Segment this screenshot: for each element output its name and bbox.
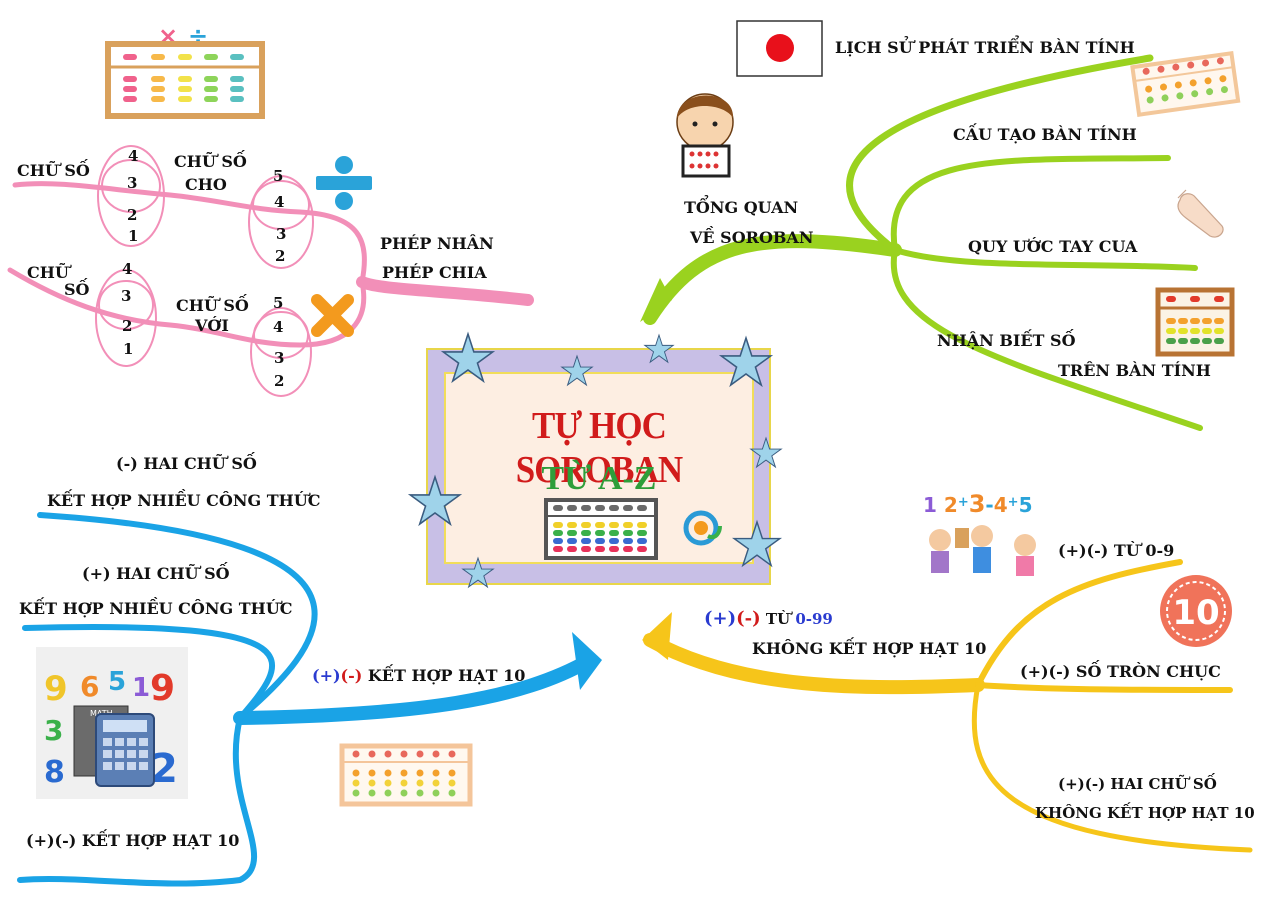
- recognize-number-item-line1: NHẬN BIẾT SỐ: [937, 331, 1076, 350]
- digit: 4: [122, 260, 133, 278]
- abacus-icon: [339, 743, 473, 807]
- center-subtitle: TỪ A-Z: [541, 460, 657, 497]
- number-glyph: 1: [132, 673, 150, 703]
- kids-illustration-icon: 1 2+3-4+5: [923, 490, 1036, 576]
- digit: 1: [123, 340, 134, 358]
- star-icon: [442, 333, 494, 382]
- badge-ten-text: 10: [1172, 593, 1219, 633]
- combine10-label: (+)(-) KẾT HỢP HẠT 10: [312, 668, 525, 684]
- digit: 3: [276, 225, 287, 243]
- combine10-item: (-) HAI CHỮ SỐ: [116, 454, 257, 473]
- center-title: TỰ HỌC SOROBAN: [515, 405, 683, 491]
- no-combine10-label-line1: (+)(-) TỪ 0-99: [704, 610, 833, 628]
- minus-sign: (-): [340, 666, 363, 685]
- center-node: TỰ HỌC SOROBAN TỪ A-Z: [426, 348, 771, 585]
- star-icon: [733, 521, 781, 567]
- digit: 4: [274, 193, 285, 211]
- combine10-item: KẾT HỢP NHIỀU CÔNG THỨC: [19, 599, 293, 618]
- japan-flag-icon: [736, 20, 823, 77]
- no-combine10-branch: [643, 559, 1253, 853]
- math-calculator-icon: 9 6 5 1 9 3 8 2 MATH: [36, 647, 188, 799]
- divide-label: PHÉP CHIA: [382, 263, 487, 282]
- divide-row-mid-label-line1: CHỮ SỐ: [174, 152, 247, 171]
- combine10-branch: [17, 512, 597, 887]
- digit: 4: [128, 147, 139, 165]
- hand-convention-item: QUY ƯỚC TAY CUA: [968, 237, 1138, 256]
- no-combine10-item: (+)(-) HAI CHỮ SỐ: [1058, 775, 1217, 793]
- divide-icon: [316, 156, 372, 210]
- divide-row-left-label: CHỮ SỐ: [17, 161, 90, 180]
- abacus-icon: [544, 498, 658, 560]
- star-icon: [462, 557, 494, 588]
- no-combine10-label-line2: KHÔNG KẾT HỢP HẠT 10: [752, 639, 987, 658]
- no-combine10-item: (+)(-) SỐ TRÒN CHỤC: [1020, 662, 1221, 681]
- recognize-number-item-line2: TRÊN BÀN TÍNH: [1058, 361, 1211, 380]
- logo-icon: [683, 510, 722, 546]
- multiply-row-mid-label-line1: CHỮ SỐ: [176, 296, 249, 315]
- combine10-item: (+)(-) KẾT HỢP HẠT 10: [26, 831, 240, 850]
- digit: 4: [273, 318, 284, 336]
- plus-sign: (+): [312, 666, 341, 685]
- star-icon: [644, 334, 674, 363]
- no-combine10-item: KHÔNG KẾT HỢP HẠT 10: [1035, 804, 1255, 822]
- from-text: TỪ: [760, 610, 796, 628]
- plus-sign: (+): [704, 608, 737, 629]
- minus-sign: (-): [736, 608, 761, 629]
- structure-item: CẤU TẠO BÀN TÍNH: [953, 125, 1137, 144]
- overview-label-line1: TỔNG QUAN: [684, 198, 799, 217]
- digit: 2: [127, 206, 138, 224]
- number-glyph: 8: [44, 755, 65, 790]
- digit: 5: [273, 167, 284, 185]
- digit-ovals: [95, 145, 314, 397]
- number-glyph: 9: [44, 669, 68, 709]
- multiply-row-mid-label-line2: VỚI: [195, 316, 229, 335]
- combine10-label-text: KẾT HỢP HẠT 10: [362, 666, 526, 685]
- badge-ten-icon: 10: [1160, 575, 1232, 647]
- combine10-item: KẾT HỢP NHIỀU CÔNG THỨC: [47, 491, 321, 510]
- digit: 3: [274, 349, 285, 367]
- combine10-item: (+) HAI CHỮ SỐ: [82, 564, 230, 583]
- digit: 3: [127, 174, 138, 192]
- history-item: LỊCH SỬ PHÁT TRIỂN BÀN TÍNH: [835, 38, 1135, 57]
- number-glyph: 5: [108, 667, 126, 697]
- star-icon: [720, 337, 772, 386]
- multiply-icon: [311, 294, 354, 337]
- digit: 5: [273, 294, 284, 312]
- multiply-label: PHÉP NHÂN: [380, 234, 494, 253]
- hand-icon: [1177, 189, 1224, 238]
- digit: 2: [274, 372, 285, 390]
- numbers-strip: 1 2+3-4+5: [923, 490, 1032, 518]
- abacus-icon: × ÷: [105, 22, 265, 119]
- number-glyph: 6: [80, 670, 99, 703]
- no-combine10-item: (+)(-) TỪ 0-9: [1058, 541, 1175, 560]
- center-inner-panel: TỰ HỌC SOROBAN TỪ A-Z: [444, 372, 754, 564]
- multiply-row-left-label-line2: SỐ: [64, 280, 90, 299]
- overview-branch: [643, 54, 1203, 431]
- overview-label-line2: VỀ SOROBAN: [690, 228, 814, 247]
- abacus-icon: [1155, 287, 1235, 357]
- digit: 3: [121, 287, 132, 305]
- digit: 2: [122, 317, 133, 335]
- number-glyph: 3: [44, 714, 63, 747]
- multiply-row-left-label-line1: CHỮ: [27, 263, 69, 282]
- digit: 1: [128, 227, 139, 245]
- boy-with-abacus-icon: [676, 93, 734, 178]
- abacus-icon: [1130, 50, 1241, 117]
- star-icon: [561, 355, 593, 386]
- digit: 2: [275, 247, 286, 265]
- divide-row-mid-label-line2: CHO: [185, 175, 227, 194]
- range-text: 0-99: [795, 610, 833, 628]
- star-icon: [750, 437, 782, 468]
- number-glyph: 9: [150, 668, 175, 709]
- star-icon: [409, 476, 461, 525]
